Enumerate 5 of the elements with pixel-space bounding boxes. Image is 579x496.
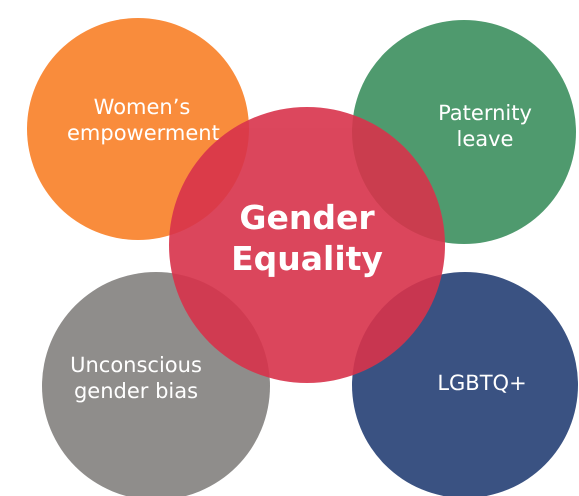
topic-label: LGBTQ+: [436, 370, 528, 396]
central-topic-label: Gender Equality: [230, 197, 384, 280]
topic-label: Paternity leave: [437, 100, 533, 152]
topic-label: Unconscious gender bias: [69, 352, 203, 404]
topic-label: Women’s empowerment: [67, 94, 217, 146]
